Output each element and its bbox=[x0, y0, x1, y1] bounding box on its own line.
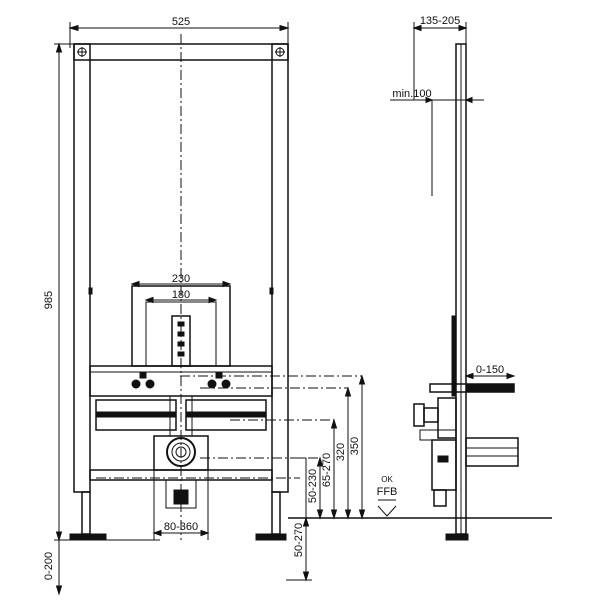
connection-bracket: 230 180 bbox=[130, 273, 232, 367]
depth-dimension: 135-205 bbox=[412, 15, 468, 100]
frame-feet bbox=[69, 491, 287, 541]
min-dimension: min.100 bbox=[390, 88, 484, 196]
min-label: min.100 bbox=[392, 88, 431, 100]
height-dimension: 985 bbox=[43, 42, 74, 542]
drain-assembly bbox=[153, 435, 209, 509]
floor-marker: OK FFB bbox=[377, 475, 398, 517]
mounting-rails bbox=[95, 395, 267, 437]
wall-label: 0-150 bbox=[476, 364, 504, 376]
drain-span-label: 80-360 bbox=[164, 521, 198, 533]
water-inlets bbox=[131, 371, 231, 389]
outer-span-label: 230 bbox=[172, 273, 190, 285]
top-inlet-label: 350 bbox=[349, 437, 361, 455]
floor-ffb-label: FFB bbox=[377, 486, 398, 498]
pipe-range-label: 65-270 bbox=[321, 453, 333, 487]
height-label: 985 bbox=[43, 291, 55, 309]
width-label: 525 bbox=[172, 16, 190, 28]
floor-adjust-dimension: 0-200 bbox=[43, 539, 160, 596]
feet-label: 50-270 bbox=[293, 523, 305, 557]
dimension-leaders bbox=[96, 375, 362, 479]
inlet-height-label: 320 bbox=[335, 443, 347, 461]
drain-span-dimension: 80-360 bbox=[152, 470, 210, 540]
vertical-dimensions: 350 320 65-270 50-230 50-270 bbox=[286, 374, 366, 582]
side-view: 135-205 min.100 0-150 bbox=[390, 15, 519, 541]
depth-label: 135-205 bbox=[420, 15, 460, 27]
side-fittings bbox=[413, 397, 519, 507]
pipe-height-label: 50-230 bbox=[307, 469, 319, 503]
inner-span-label: 180 bbox=[172, 289, 190, 301]
front-view: 525 985 0-200 bbox=[43, 16, 366, 596]
floor-adjust-label: 0-200 bbox=[43, 552, 55, 580]
side-frame bbox=[445, 43, 469, 541]
wall-bracket: 0-150 bbox=[429, 364, 516, 393]
floor-ok-label: OK bbox=[381, 475, 393, 484]
width-dimension: 525 bbox=[68, 16, 290, 48]
